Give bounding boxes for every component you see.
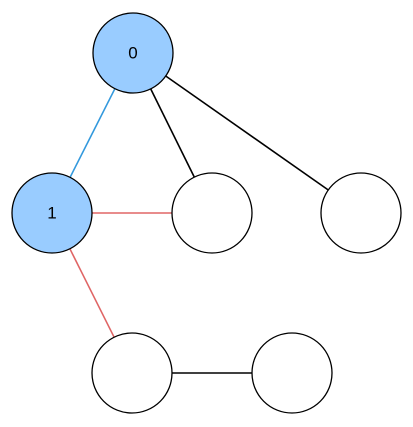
node-circle [251,332,333,414]
graph-node-n3 [320,172,402,254]
edge-n0-n2 [149,88,196,178]
node-label: 1 [47,204,56,223]
graph-node-n1: 1 [11,172,93,254]
node-circle [91,332,173,414]
node-label: 0 [128,44,137,63]
edge-n0-n3 [165,75,329,191]
edge-n0-n1 [69,88,116,178]
node-circle [320,172,402,254]
edges-layer [69,75,329,374]
graph-node-n4 [91,332,173,414]
graph-node-n5 [251,332,333,414]
nodes-layer: 01 [11,12,402,414]
graph-node-n0: 0 [92,12,174,94]
graph-node-n2 [171,172,253,254]
node-circle [92,12,174,94]
node-circle [11,172,93,254]
node-circle [171,172,253,254]
edge-n1-n4 [69,248,115,338]
